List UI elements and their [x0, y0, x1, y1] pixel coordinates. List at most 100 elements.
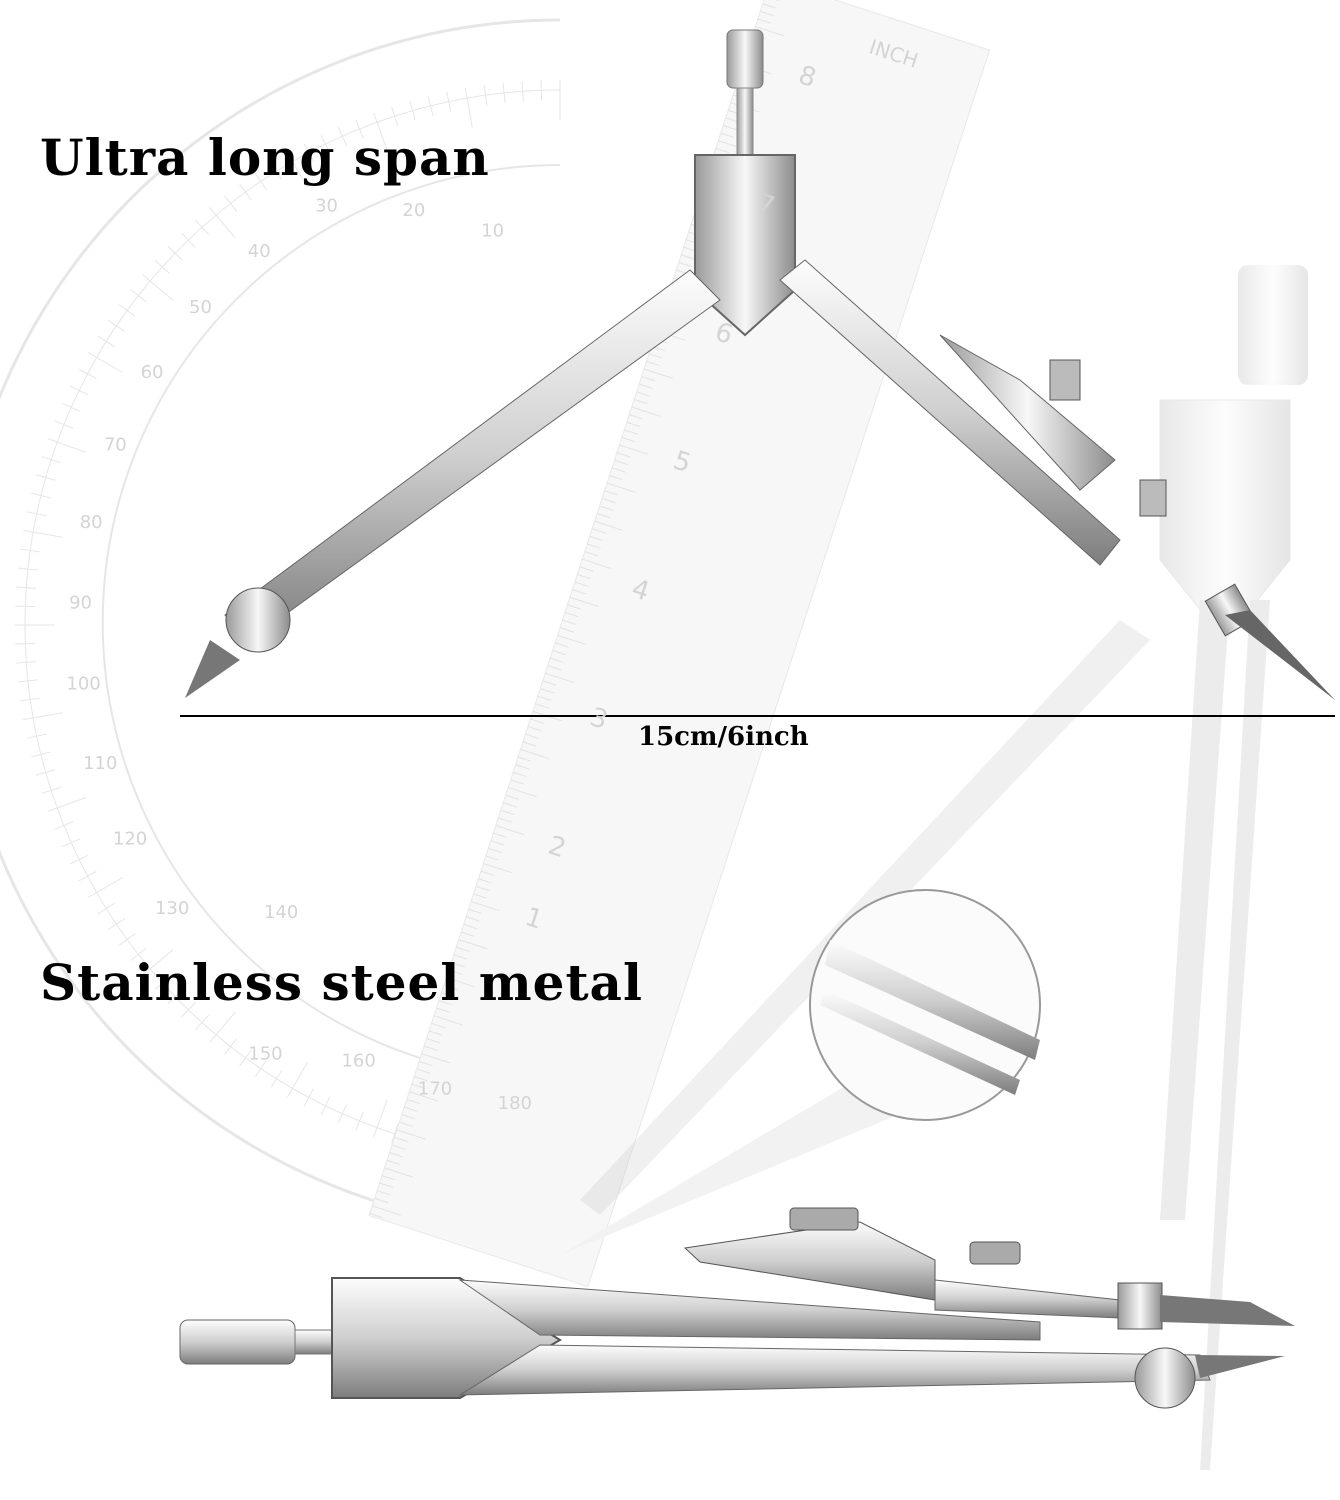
- ruler-tick: [478, 878, 492, 884]
- ruler-tick: [569, 596, 599, 607]
- protractor-tick: [303, 1088, 314, 1107]
- ruler-tick: [406, 1098, 421, 1105]
- ruler-tick: [567, 604, 581, 610]
- ruler-tick: [517, 756, 532, 762]
- ruler-tick: [614, 459, 628, 466]
- protractor-tick: [287, 152, 308, 188]
- protractor-tick: [130, 947, 147, 961]
- ruler-tick: [626, 421, 641, 428]
- ruler-tick: [463, 923, 478, 930]
- ruler-tick: [500, 809, 515, 816]
- ruler-tick: [577, 573, 591, 580]
- protractor-tick: [78, 871, 97, 882]
- protractor-tick: [391, 106, 399, 126]
- ruler-tick: [547, 665, 562, 671]
- ruler-tick: [399, 1121, 413, 1128]
- protractor-tick: [254, 172, 267, 191]
- protractor-tick: [270, 162, 283, 181]
- protractor-tick: [464, 88, 473, 128]
- protractor-tick: [17, 567, 38, 571]
- ruler-tick: [401, 1114, 416, 1120]
- ruler-tick: [587, 543, 601, 549]
- ruler-tick: [461, 931, 475, 937]
- protractor-tick: [41, 786, 61, 794]
- ruler-tick: [609, 475, 623, 481]
- ruler-tick: [762, 3, 777, 9]
- protractor-label: 60: [141, 362, 164, 383]
- ruler-tick: [493, 832, 507, 838]
- protractor-tick: [69, 385, 89, 396]
- ruler-tick: [574, 581, 589, 587]
- protractor-tick: [54, 821, 74, 830]
- ruler-tick: [589, 535, 604, 542]
- ruler-tick: [379, 1182, 394, 1188]
- ruler-tick: [404, 1106, 418, 1112]
- protractor-label: 140: [264, 902, 298, 923]
- protractor-tick: [373, 1099, 388, 1138]
- ruler-tick: [616, 452, 631, 458]
- protractor-tick: [69, 854, 89, 865]
- protractor-tick: [87, 877, 123, 898]
- ruler-tick: [483, 863, 513, 874]
- protractor-tick: [446, 91, 452, 112]
- ruler-tick: [458, 939, 488, 950]
- protractor-label: 170: [418, 1078, 452, 1099]
- ruler-tick: [414, 1076, 428, 1082]
- magnifier-detail: [809, 889, 1041, 1121]
- ruler-tick: [559, 627, 574, 633]
- ruler-tick: [376, 1190, 391, 1196]
- protractor-tick: [181, 232, 196, 248]
- protractor-tick: [427, 96, 434, 116]
- protractor-tick: [167, 246, 183, 261]
- protractor-tick: [502, 82, 506, 103]
- protractor-label: 50: [189, 297, 212, 318]
- ruler-tick: [631, 406, 661, 417]
- protractor-tick: [97, 335, 116, 348]
- ruler-tick: [384, 1167, 414, 1178]
- ruler-tick: [599, 505, 614, 511]
- ruler-tick: [418, 1060, 433, 1067]
- protractor-tick: [194, 219, 210, 236]
- protractor-tick: [287, 1062, 308, 1098]
- protractor-tick: [194, 1014, 210, 1031]
- ruler-tick: [678, 261, 693, 268]
- protractor-tick: [239, 183, 252, 201]
- protractor-label: 100: [66, 673, 100, 694]
- ruler-tick: [643, 368, 673, 379]
- ruler-tick: [456, 946, 470, 953]
- ruler-tick: [594, 520, 624, 531]
- protractor-label: 80: [80, 512, 103, 533]
- protractor-tick: [118, 304, 136, 317]
- protractor-tick: [391, 1124, 399, 1144]
- ruler-tick: [475, 885, 490, 892]
- protractor-tick: [483, 85, 488, 106]
- protractor-tick: [15, 642, 36, 645]
- ruler-tick: [426, 1038, 441, 1044]
- protractor-tick: [17, 679, 38, 683]
- ruler-tick: [381, 1174, 396, 1181]
- protractor-tick: [521, 81, 524, 102]
- ruler-tick: [510, 779, 525, 785]
- ruler-tick: [596, 513, 611, 519]
- protractor-tick: [61, 838, 81, 848]
- ruler-tick: [512, 771, 527, 778]
- protractor-tick: [540, 80, 543, 101]
- protractor-tick: [373, 112, 388, 151]
- ruler-tick: [448, 969, 463, 975]
- protractor-label: 110: [83, 753, 117, 774]
- ruler-tick: [453, 954, 468, 960]
- protractor-tick: [224, 1038, 238, 1055]
- ruler-tick: [611, 467, 626, 473]
- ruler-tick: [416, 1068, 431, 1074]
- ruler-tick: [592, 528, 606, 534]
- protractor-tick: [142, 274, 174, 301]
- protractor-tick: [97, 902, 116, 915]
- ruler-tick: [624, 429, 638, 435]
- protractor-tick: [303, 143, 314, 162]
- ruler-tick: [525, 733, 539, 739]
- ruler-tick: [465, 916, 480, 922]
- ruler-tick: [396, 1129, 426, 1140]
- ruler-tick: [542, 680, 557, 686]
- protractor-tick: [239, 1049, 252, 1067]
